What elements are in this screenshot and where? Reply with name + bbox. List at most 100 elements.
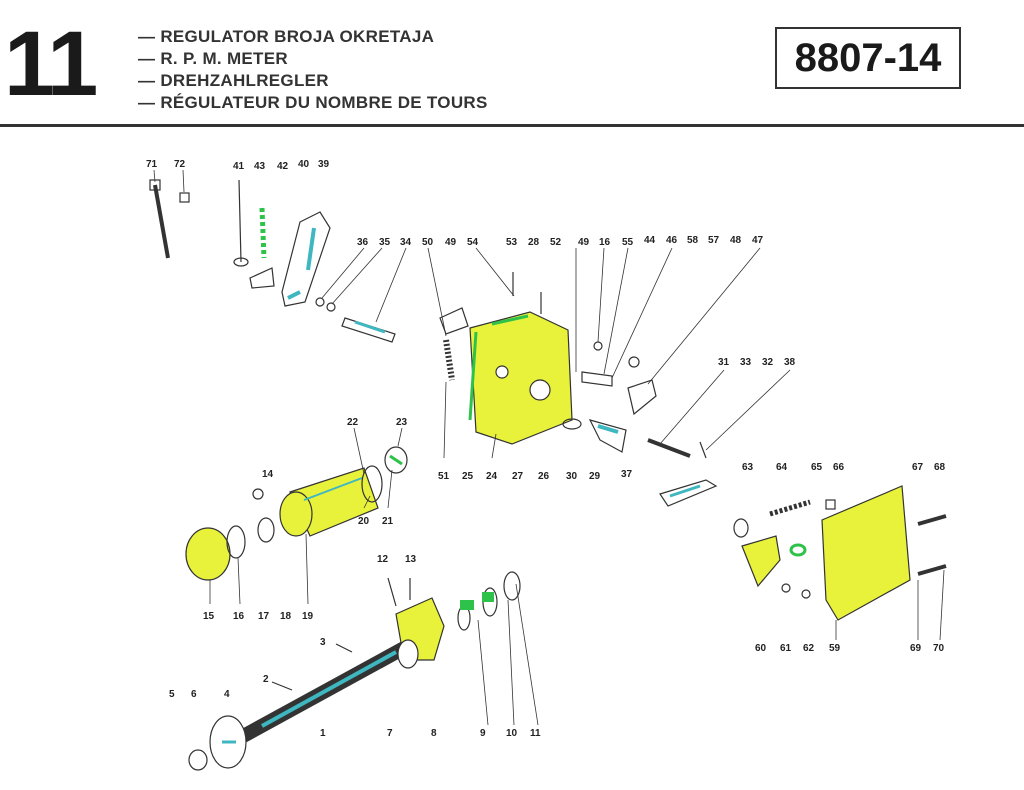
part-29-cam bbox=[588, 419, 627, 453]
label-35: 35 bbox=[379, 237, 391, 248]
part-number-labels: 71 72 41 43 42 40 39 36 35 34 50 49 54 5… bbox=[146, 159, 946, 739]
label-17: 17 bbox=[258, 611, 270, 622]
label-21: 21 bbox=[382, 516, 394, 527]
part-12-13-screws bbox=[387, 577, 411, 607]
label-22: 22 bbox=[347, 417, 359, 428]
label-68: 68 bbox=[934, 462, 946, 473]
label-26: 26 bbox=[538, 471, 550, 482]
label-30: 30 bbox=[566, 471, 578, 482]
label-8: 8 bbox=[431, 728, 437, 739]
label-42: 42 bbox=[277, 161, 289, 172]
part-59-cover bbox=[821, 485, 911, 621]
label-13: 13 bbox=[405, 554, 417, 565]
label-50: 50 bbox=[422, 237, 434, 248]
part-5-6-nut-washer bbox=[188, 749, 208, 771]
title-block: — REGULATOR BROJA OKRETAJA — R. P. M. ME… bbox=[138, 26, 488, 114]
part-15-cap bbox=[185, 527, 231, 581]
label-67: 67 bbox=[912, 462, 924, 473]
label-52: 52 bbox=[550, 237, 562, 248]
part-43-spring bbox=[259, 207, 267, 259]
label-10: 10 bbox=[506, 728, 518, 739]
part-1-drive-shaft bbox=[232, 641, 408, 747]
part-4-gear bbox=[209, 715, 247, 769]
label-24: 24 bbox=[486, 471, 498, 482]
part-65-oring bbox=[789, 543, 807, 557]
label-66: 66 bbox=[833, 462, 845, 473]
label-18: 18 bbox=[280, 611, 292, 622]
part-37-lever bbox=[659, 479, 718, 507]
part-24-governor-housing bbox=[468, 311, 573, 445]
part-14-clip bbox=[252, 488, 264, 500]
part-34-shaft bbox=[341, 317, 396, 343]
label-33: 33 bbox=[740, 357, 752, 368]
part-16-44-washers bbox=[593, 341, 640, 368]
label-36: 36 bbox=[357, 237, 369, 248]
label-70: 70 bbox=[933, 643, 945, 654]
label-59: 59 bbox=[829, 643, 841, 654]
label-14: 14 bbox=[262, 469, 274, 480]
label-25: 25 bbox=[462, 471, 474, 482]
label-48: 48 bbox=[730, 235, 742, 246]
part-66-61-62-nuts bbox=[781, 499, 836, 599]
label-37: 37 bbox=[621, 469, 633, 480]
label-55: 55 bbox=[622, 237, 634, 248]
part-9-11-seals bbox=[457, 571, 521, 631]
part-55-shaft bbox=[581, 371, 613, 387]
label-16b: 16 bbox=[233, 611, 245, 622]
part-53-52-bolts bbox=[512, 272, 542, 314]
part-30-oring bbox=[562, 418, 582, 430]
label-61: 61 bbox=[780, 643, 792, 654]
part-35-36-washers bbox=[315, 297, 336, 312]
leader-lines bbox=[153, 169, 945, 726]
label-3: 3 bbox=[320, 637, 326, 648]
label-19: 19 bbox=[302, 611, 314, 622]
part-39-40-lever-arm bbox=[281, 211, 331, 307]
label-31: 31 bbox=[718, 357, 730, 368]
part-64-spring bbox=[769, 499, 811, 517]
part-16-18-washers bbox=[226, 517, 275, 559]
label-9: 9 bbox=[480, 728, 486, 739]
part-20-22-ring bbox=[361, 465, 383, 503]
part-72-nut bbox=[179, 192, 190, 203]
part-7-8-bearing-plate bbox=[395, 597, 445, 669]
label-49a: 49 bbox=[445, 237, 457, 248]
label-11: 11 bbox=[530, 728, 541, 739]
label-27: 27 bbox=[512, 471, 524, 482]
label-20: 20 bbox=[358, 516, 370, 527]
part-49-plate bbox=[439, 307, 469, 335]
label-1: 1 bbox=[320, 728, 326, 739]
part-50-51-spring bbox=[443, 339, 455, 381]
label-15: 15 bbox=[203, 611, 215, 622]
part-42-lever bbox=[249, 267, 275, 289]
label-16a: 16 bbox=[599, 237, 611, 248]
section-number: 11 bbox=[4, 13, 98, 115]
label-28: 28 bbox=[528, 237, 540, 248]
title-french: — RÉGULATEUR DU NOMBRE DE TOURS bbox=[138, 93, 488, 112]
label-44: 44 bbox=[644, 235, 656, 246]
label-47: 47 bbox=[752, 235, 764, 246]
label-51: 51 bbox=[438, 471, 450, 482]
part-67-70-bolts bbox=[917, 514, 947, 576]
label-43: 43 bbox=[254, 161, 266, 172]
part-2-3-pins bbox=[271, 643, 353, 691]
part-19-drum bbox=[279, 467, 379, 537]
label-63: 63 bbox=[742, 462, 754, 473]
label-5: 5 bbox=[169, 689, 175, 700]
label-69: 69 bbox=[910, 643, 922, 654]
label-62: 62 bbox=[803, 643, 815, 654]
part-23-bearing bbox=[384, 446, 408, 474]
label-6: 6 bbox=[191, 689, 197, 700]
title-german: — DREHZAHLREGLER bbox=[138, 71, 329, 90]
label-53: 53 bbox=[506, 237, 518, 248]
label-23: 23 bbox=[396, 417, 408, 428]
label-64: 64 bbox=[776, 462, 788, 473]
label-38: 38 bbox=[784, 357, 796, 368]
label-65: 65 bbox=[811, 462, 823, 473]
label-4: 4 bbox=[224, 689, 230, 700]
label-71: 71 bbox=[146, 159, 158, 170]
label-46: 46 bbox=[666, 235, 678, 246]
label-57: 57 bbox=[708, 235, 720, 246]
label-60: 60 bbox=[755, 643, 767, 654]
part-31-38-pin-group bbox=[647, 438, 707, 459]
